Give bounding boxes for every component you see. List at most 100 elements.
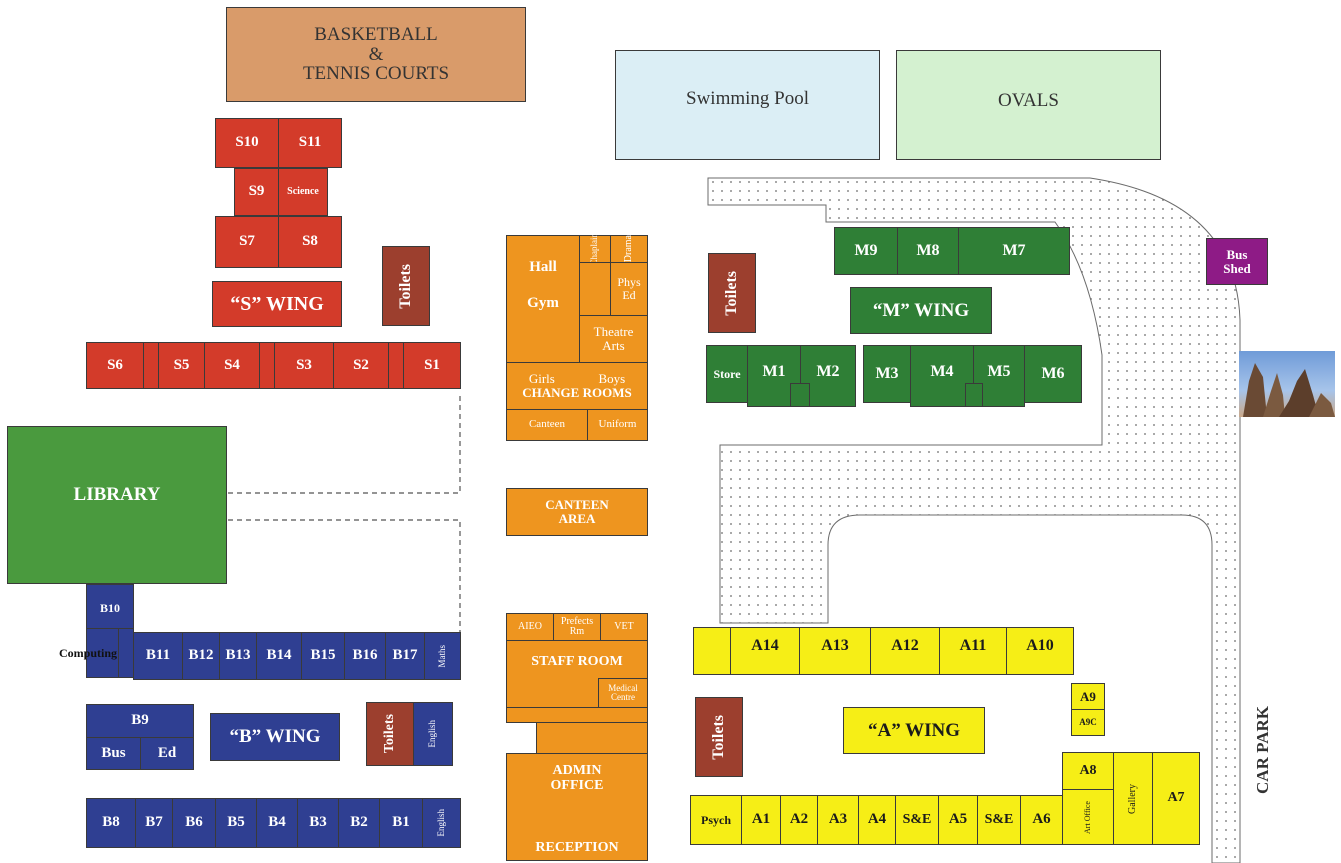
room-s10: S10 [215, 118, 279, 168]
room-s7: S7 [215, 216, 279, 268]
room-a12: A12 [870, 627, 940, 675]
room-b7: B7 [135, 798, 173, 848]
room-ed: Ed [140, 737, 194, 770]
room-vet: VET [600, 613, 648, 641]
hall-gym: Hall Gym [506, 235, 580, 363]
girls-label: Girls [528, 371, 555, 387]
room-a2: A2 [780, 795, 818, 845]
room-a1: A1 [741, 795, 781, 845]
room-b17: B17 [385, 632, 425, 680]
toilets-b-wing: Toilets [366, 702, 414, 766]
gym-label: Gym [527, 294, 559, 311]
room-b1: B1 [379, 798, 423, 848]
toilets-s-wing: Toilets [382, 246, 430, 326]
admin-link [536, 722, 648, 754]
ovals-label: OVALS [998, 90, 1059, 111]
room-b11: B11 [133, 632, 183, 680]
rock-formation-icon [1243, 363, 1335, 417]
room-store: Store [706, 345, 748, 403]
a-wing-label: “A” WING [843, 707, 985, 754]
room-s1: S1 [403, 342, 461, 389]
room-maths: Maths [424, 632, 461, 680]
s-wing-label: “S” WING [212, 281, 342, 327]
room-b10: B10 [86, 584, 134, 632]
room-s8: S8 [278, 216, 342, 268]
room-a6: A6 [1020, 795, 1063, 845]
room-s2: S2 [333, 342, 389, 389]
admin-label-1: ADMIN [552, 763, 602, 778]
room-m4: M4 [910, 345, 974, 407]
toilets-a-wing: Toilets [695, 697, 743, 777]
room-b2: B2 [338, 798, 380, 848]
ovals: OVALS [896, 50, 1161, 160]
room-s-gap2 [259, 342, 275, 389]
courts-label-1: BASKETBALL [314, 23, 438, 45]
room-bus: Bus [86, 737, 141, 770]
admin-office: ADMIN OFFICE RECEPTION [506, 753, 648, 861]
room-a10: A10 [1006, 627, 1074, 675]
room-b12: B12 [182, 632, 220, 680]
room-s11: S11 [278, 118, 342, 168]
b-wing-label: “B” WING [210, 713, 340, 761]
rock-formation-photo [1239, 351, 1335, 417]
m-wing-label: “M” WING [850, 287, 992, 334]
room-art-office: Art Office [1062, 789, 1114, 845]
change-rooms: Girls Boys CHANGE ROOMS [506, 362, 648, 410]
room-s5: S5 [158, 342, 205, 389]
pool-label: Swimming Pool [686, 88, 809, 109]
room-b3: B3 [297, 798, 339, 848]
room-english-upper: English [413, 702, 453, 766]
room-s3: S3 [274, 342, 334, 389]
room-a13: A13 [799, 627, 871, 675]
room-canteen: Canteen [506, 409, 588, 441]
room-a9c: A9C [1071, 709, 1105, 736]
room-m8: M8 [897, 227, 959, 275]
room-b13: B13 [219, 632, 257, 680]
room-a14: A14 [730, 627, 800, 675]
room-computing-2 [118, 628, 134, 678]
room-a11: A11 [939, 627, 1007, 675]
room-s6: S6 [86, 342, 144, 389]
room-m-small2 [965, 383, 983, 407]
basketball-tennis-courts: BASKETBALL & TENNIS COURTS [226, 7, 526, 102]
room-b14: B14 [256, 632, 302, 680]
room-b9: B9 [86, 704, 194, 738]
room-uniform: Uniform [587, 409, 648, 441]
room-a4: A4 [858, 795, 896, 845]
room-m9: M9 [834, 227, 898, 275]
room-psych: Psych [690, 795, 742, 845]
room-b15: B15 [301, 632, 345, 680]
driveway-road [707, 177, 1241, 863]
library: LIBRARY [7, 426, 227, 584]
courts-label-3: TENNIS COURTS [302, 63, 450, 85]
room-a-blank [693, 627, 731, 675]
room-se-2: S&E [977, 795, 1021, 845]
room-science: Science [278, 168, 328, 216]
room-b16: B16 [344, 632, 386, 680]
swimming-pool: Swimming Pool [615, 50, 880, 160]
admin-connector [506, 707, 648, 723]
room-b6: B6 [172, 798, 216, 848]
reception-label: RECEPTION [535, 840, 619, 856]
room-blank-central [579, 262, 611, 316]
change-rooms-label: CHANGE ROOMS [522, 385, 632, 400]
room-drama: Drama [610, 235, 648, 263]
car-park-label: CAR PARK [1253, 706, 1272, 794]
room-aieo: AIEO [506, 613, 554, 641]
room-a7: A7 [1152, 752, 1200, 845]
room-chaplain: Chaplain [579, 233, 611, 265]
room-m7: M7 [958, 227, 1070, 275]
room-b5: B5 [215, 798, 257, 848]
courts-label-2: & [368, 43, 384, 65]
toilets-m-wing: Toilets [708, 253, 756, 333]
room-s9: S9 [234, 168, 279, 216]
room-a3: A3 [817, 795, 859, 845]
room-a5: A5 [938, 795, 978, 845]
room-gallery: Gallery [1113, 752, 1153, 845]
room-english-lower: English [422, 798, 461, 848]
